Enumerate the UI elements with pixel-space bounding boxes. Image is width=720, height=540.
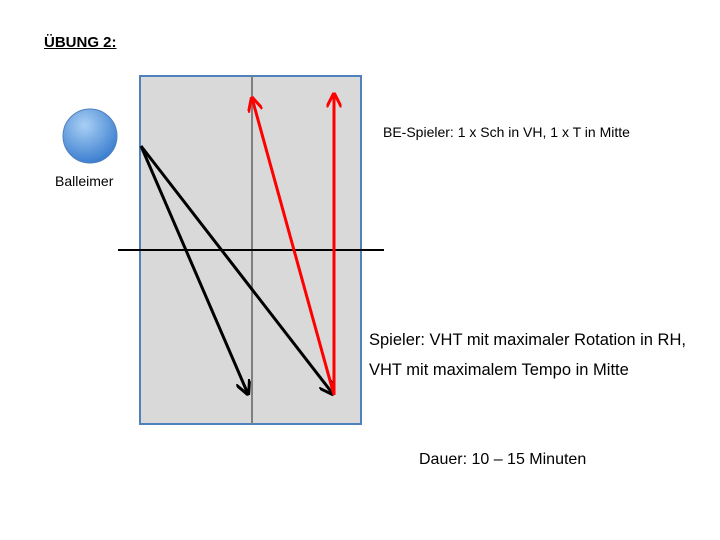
player-text-line1: Spieler: VHT mit maximaler Rotation in R… <box>369 331 686 349</box>
bucket-label: Balleimer <box>55 173 114 189</box>
black-arrow-center <box>139 145 248 394</box>
be-player-text: BE-Spieler: 1 x Sch in VH, 1 x T in Mitt… <box>383 124 630 140</box>
duration-text: Dauer: 10 – 15 Minuten <box>419 451 587 468</box>
ball-bucket-icon <box>62 108 118 164</box>
player-text: Spieler: VHT mit maximaler Rotation in R… <box>369 325 686 385</box>
red-arrow-diagonal <box>252 98 336 396</box>
exercise-title: ÜBUNG 2: <box>44 34 117 51</box>
player-text-line2: VHT mit maximalem Tempo in Mitte <box>369 361 629 379</box>
black-arrow-right <box>139 145 333 394</box>
